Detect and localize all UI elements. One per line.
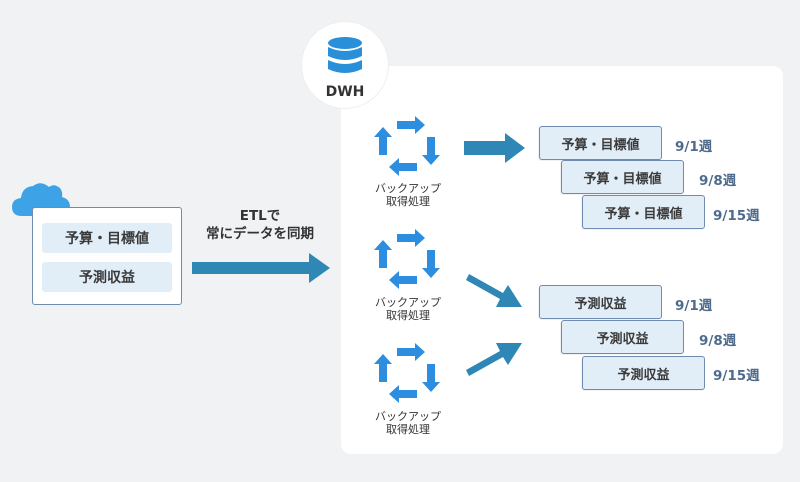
arrow-right-icon bbox=[466, 343, 522, 376]
arrow-right-icon bbox=[466, 274, 522, 307]
refresh-cycle-icon bbox=[374, 116, 440, 176]
arrow-right-icon bbox=[192, 253, 330, 283]
backup-label-line1: バックアップ bbox=[375, 296, 441, 309]
forecast-card: 予測収益 bbox=[539, 285, 662, 319]
forecast-card: 予測収益 bbox=[582, 356, 705, 390]
forecast-card: 予測収益 bbox=[561, 320, 684, 354]
backup-label-line2: 取得処理 bbox=[386, 423, 430, 436]
backup-label: バックアップ 取得処理 bbox=[358, 182, 458, 208]
etl-label-line1: ETLで bbox=[239, 208, 281, 224]
etl-label-line2: 常にデータを同期 bbox=[206, 226, 314, 242]
backup-label-line1: バックアップ bbox=[375, 182, 441, 195]
budget-card: 予算・目標値 bbox=[539, 126, 662, 160]
arrow-right-icon bbox=[464, 133, 525, 163]
source-item-forecast: 予測収益 bbox=[42, 262, 172, 292]
week-label: 9/1週 bbox=[675, 139, 713, 155]
dwh-label: DWH bbox=[325, 84, 365, 100]
backup-label-line2: 取得処理 bbox=[386, 309, 430, 322]
budget-card: 予算・目標値 bbox=[561, 160, 684, 194]
week-label: 9/15週 bbox=[713, 368, 760, 384]
source-box: 予算・目標値 予測収益 bbox=[32, 207, 182, 305]
week-label: 9/8週 bbox=[699, 333, 737, 349]
backup-label: バックアップ 取得処理 bbox=[358, 296, 458, 322]
etl-label: ETLで 常にデータを同期 bbox=[185, 207, 335, 243]
backup-label: バックアップ 取得処理 bbox=[358, 410, 458, 436]
source-item-budget: 予算・目標値 bbox=[42, 223, 172, 253]
refresh-cycle-icon bbox=[374, 343, 440, 403]
backup-label-line2: 取得処理 bbox=[386, 195, 430, 208]
week-label: 9/15週 bbox=[713, 208, 760, 224]
database-icon bbox=[328, 37, 362, 73]
week-label: 9/1週 bbox=[675, 298, 713, 314]
budget-card: 予算・目標値 bbox=[582, 195, 705, 229]
week-label: 9/8週 bbox=[699, 173, 737, 189]
refresh-cycle-icon bbox=[374, 229, 440, 289]
backup-label-line1: バックアップ bbox=[375, 410, 441, 423]
